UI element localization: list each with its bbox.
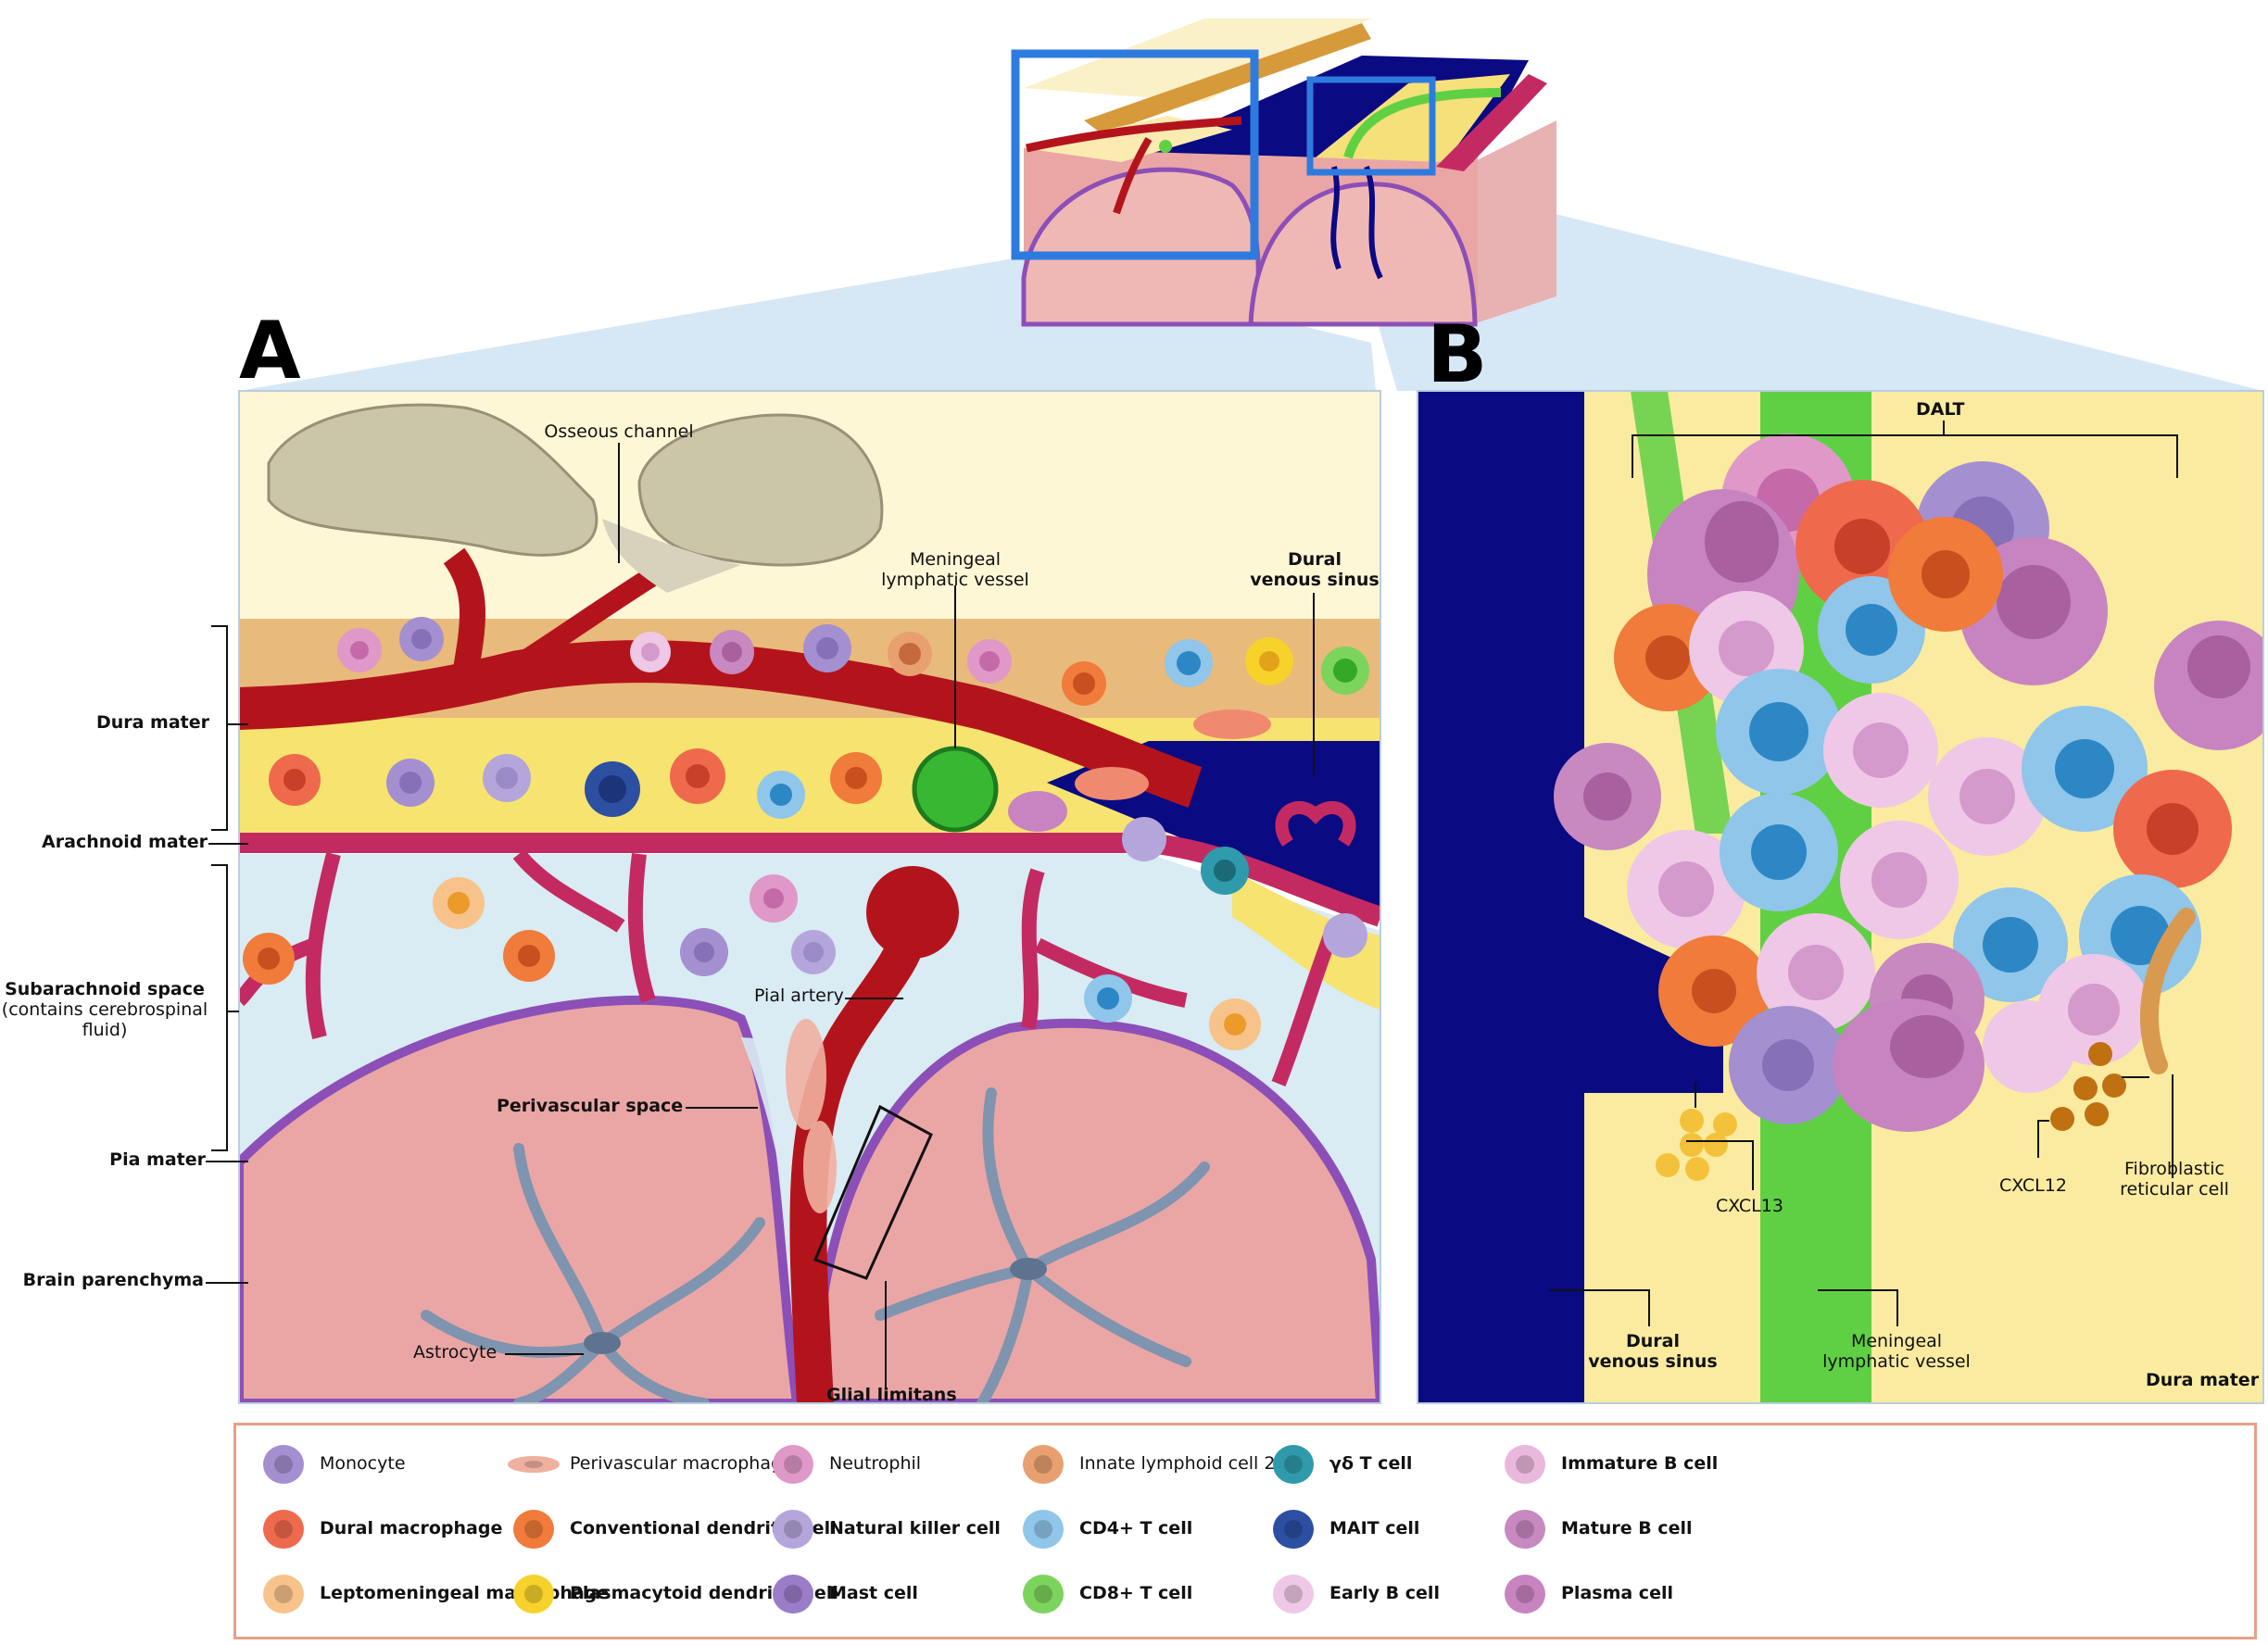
- plasmacytoid-dendritic-cell-icon: [513, 1575, 554, 1614]
- legend-item: CD8+ T cell: [1014, 1570, 1192, 1616]
- label-dura-mater-b: Dura mater: [2146, 1370, 2260, 1390]
- cd4-t-cell-icon: [1023, 1510, 1064, 1549]
- legend-item: Mature B cell: [1496, 1505, 1692, 1551]
- label-meningeal-lymphatic-vessel-a: Meningeal lymphatic vessel: [881, 549, 1029, 590]
- mait-cell-icon: [1273, 1510, 1314, 1549]
- top-overview-block: [1011, 19, 1556, 327]
- legend-label: Plasmacytoid dendritic cell: [570, 1583, 838, 1603]
- label-pia-mater: Pia mater: [109, 1149, 206, 1170]
- innate-lymphoid-cell-icon: [1023, 1445, 1064, 1484]
- legend-label: MAIT cell: [1329, 1518, 1420, 1538]
- conventional-dendritic-cell-icon: [513, 1510, 554, 1549]
- label-dalt: DALT: [1916, 399, 1965, 420]
- label-arachnoid-mater: Arachnoid mater: [42, 832, 208, 852]
- plasma-cell-icon: [1505, 1575, 1545, 1614]
- panel-a-cells: [243, 617, 1369, 1213]
- legend-label: Innate lymphoid cell 2: [1079, 1453, 1276, 1474]
- dural-macrophage-icon: [263, 1510, 304, 1549]
- neutrophil-icon: [773, 1445, 813, 1484]
- label-fibroblastic-reticular-cell: Fibroblastic reticular cell: [2120, 1159, 2229, 1199]
- legend-label: Early B cell: [1329, 1583, 1440, 1603]
- legend-label: Dural macrophage: [320, 1518, 503, 1538]
- legend-item: CD4+ T cell: [1014, 1505, 1192, 1551]
- glial-limitans-box: [813, 1104, 933, 1280]
- legend-item: Monocyte: [255, 1440, 406, 1487]
- legend-label: CD4+ T cell: [1079, 1518, 1193, 1538]
- highlight-box-b: [1306, 76, 1436, 176]
- legend-item: Immature B cell: [1496, 1440, 1718, 1487]
- legend-label: Immature B cell: [1561, 1453, 1719, 1474]
- legend-label: Conventional dendritic cell: [570, 1518, 837, 1538]
- gamma-delta-t-cell-icon: [1273, 1445, 1314, 1484]
- label-astrocyte: Astrocyte: [413, 1342, 498, 1362]
- label-cxcl13: CXCL13: [1716, 1196, 1783, 1216]
- panel-b-letter: B: [1427, 308, 1488, 401]
- legend-label: Mast cell: [829, 1583, 918, 1603]
- panel-a: [206, 390, 1381, 1404]
- legend-item: Natural killer cell: [764, 1505, 1001, 1551]
- monocyte-icon: [263, 1445, 304, 1484]
- label-pial-artery: Pial artery: [754, 986, 844, 1006]
- legend-label: Perivascular macrophage: [570, 1453, 793, 1474]
- label-dural-venous-sinus-b: Dural venous sinus: [1588, 1331, 1718, 1372]
- label-subarachnoid-note: (contains cerebrospinal fluid): [1, 999, 208, 1040]
- legend-item: Plasmacytoid dendritic cell: [505, 1570, 838, 1616]
- legend-item: Innate lymphoid cell 2: [1014, 1440, 1275, 1487]
- legend-item: γδ T cell: [1265, 1440, 1412, 1487]
- perivascular-macrophage-icon: [508, 1456, 560, 1473]
- legend-label: Natural killer cell: [829, 1518, 1001, 1538]
- label-brain-parenchyma: Brain parenchyma: [22, 1270, 204, 1290]
- legend-label: γδ T cell: [1329, 1453, 1413, 1474]
- cd8-t-cell-icon: [1023, 1575, 1064, 1614]
- highlight-box-a: [1011, 49, 1259, 260]
- legend-item: Early B cell: [1265, 1570, 1440, 1616]
- label-glial-limitans: Glial limitans: [826, 1385, 957, 1405]
- label-cxcl12: CXCL12: [1999, 1175, 2067, 1196]
- legend-item: Mast cell: [764, 1570, 918, 1616]
- early-b-cell-icon: [1273, 1575, 1314, 1614]
- legend-item: Conventional dendritic cell: [505, 1505, 837, 1551]
- legend-item: Plasma cell: [1496, 1570, 1673, 1616]
- legend-label: Plasma cell: [1561, 1583, 1673, 1603]
- cxcl13-dots: [1656, 1109, 1737, 1181]
- immature-b-cell-icon: [1505, 1445, 1545, 1484]
- zoom-connector-b: [1325, 139, 2263, 391]
- label-dura-mater-a: Dura mater: [95, 712, 209, 733]
- mature-b-cell-icon: [1505, 1510, 1545, 1549]
- cxcl12-dots: [2050, 1042, 2126, 1131]
- label-subarachnoid-space: Subarachnoid space: [5, 979, 205, 999]
- legend-item: Neutrophil: [764, 1440, 921, 1487]
- legend-item: Perivascular macrophage: [505, 1440, 793, 1487]
- label-meningeal-lymphatic-vessel-b: Meningeal lymphatic vessel: [1822, 1331, 1971, 1372]
- panel-b-leaders: [1549, 421, 2178, 1326]
- panel-a-letter: A: [239, 305, 301, 397]
- label-dural-venous-sinus-a: Dural venous sinus: [1250, 549, 1380, 590]
- panel-a-leaders: [206, 443, 1315, 1389]
- legend-label: Neutrophil: [829, 1453, 922, 1474]
- mast-cell-icon: [773, 1575, 813, 1614]
- dalt-cell-cluster: [1554, 433, 2263, 1132]
- legend-label: Mature B cell: [1561, 1518, 1693, 1538]
- legend-item: MAIT cell: [1265, 1505, 1419, 1551]
- leptomeningeal-macrophage-icon: [263, 1575, 304, 1614]
- legend-label: Monocyte: [320, 1453, 406, 1474]
- label-osseous-channel: Osseous channel: [544, 421, 694, 442]
- panel-b: [1417, 390, 2264, 1404]
- legend-item: Dural macrophage: [255, 1505, 502, 1551]
- natural-killer-cell-icon: [773, 1510, 813, 1549]
- label-perivascular-space: Perivascular space: [497, 1096, 684, 1116]
- legend-label: CD8+ T cell: [1079, 1583, 1193, 1603]
